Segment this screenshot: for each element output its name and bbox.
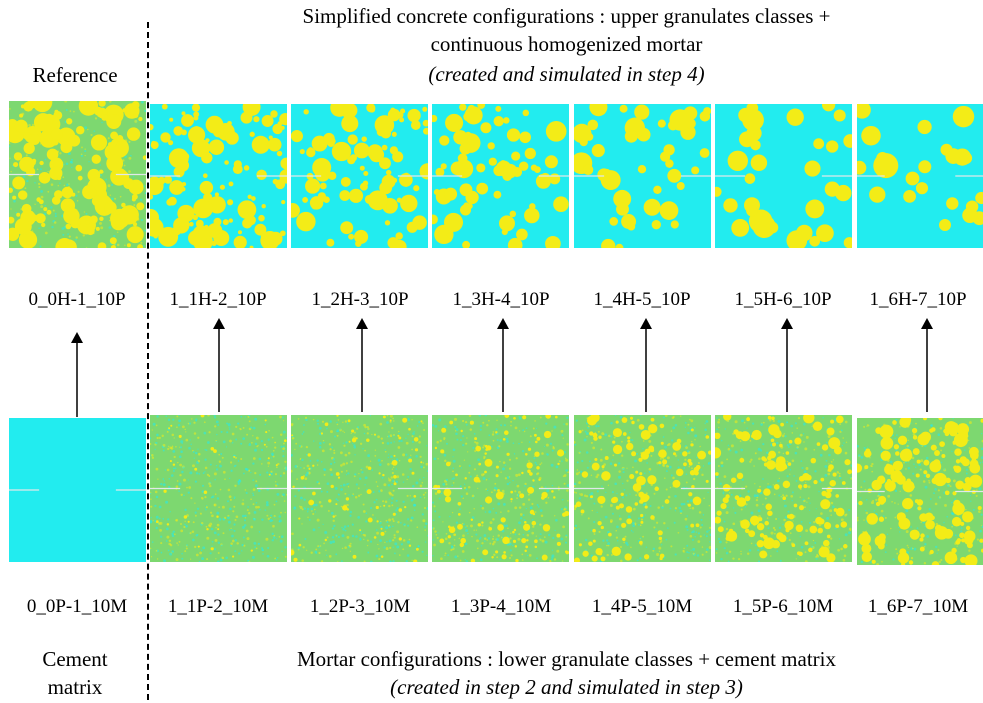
config-label: 1_5H-6_10P (734, 289, 832, 310)
upward-arrow (496, 318, 510, 412)
panel-bottom-5 (715, 415, 852, 562)
panel-top-5 (715, 104, 852, 248)
config-label: 1_3P-4_10M (450, 596, 552, 617)
upward-arrow (780, 318, 794, 412)
panel-bottom-0 (9, 418, 146, 562)
config-label: 1_1H-2_10P (169, 289, 267, 310)
upward-arrow (70, 332, 84, 417)
config-label: 1_4P-5_10M (591, 596, 693, 617)
panel-top-6 (857, 104, 983, 248)
panel-top-4 (574, 104, 711, 248)
upward-arrow (920, 318, 934, 412)
bottom-header-line1: Mortar configurations : lower granulate … (297, 647, 836, 671)
panel-bottom-2 (291, 415, 428, 562)
panel-bottom-6 (857, 418, 983, 565)
config-label: 1_1P-2_10M (167, 596, 269, 617)
panel-top-1 (150, 104, 287, 248)
config-label: 1_4H-5_10P (593, 289, 691, 310)
upward-arrow (355, 318, 369, 412)
reference-label: Reference (32, 63, 118, 87)
config-label: 1_5P-6_10M (732, 596, 834, 617)
top-header-line2: continuous homogenized mortar (430, 32, 703, 56)
upward-arrow (212, 318, 226, 412)
top-header-line3: (created and simulated in step 4) (428, 62, 705, 86)
panel-top-3 (432, 104, 569, 248)
cement-label-line1: Cement (42, 647, 108, 671)
config-label: 0_0P-1_10M (26, 596, 128, 617)
bottom-header-line2: (created in step 2 and simulated in step… (390, 675, 743, 699)
config-label: 1_3H-4_10P (452, 289, 550, 310)
config-label: 1_2P-3_10M (309, 596, 411, 617)
config-label: 1_6H-7_10P (869, 289, 967, 310)
panel-top-2 (291, 104, 428, 248)
panel-bottom-4 (574, 415, 711, 562)
top-header-line1: Simplified concrete configurations : upp… (302, 4, 831, 28)
config-label: 1_6P-7_10M (867, 596, 969, 617)
panel-bottom-3 (432, 415, 569, 562)
panel-bottom-1 (150, 415, 287, 562)
upward-arrow (639, 318, 653, 412)
cement-label-line2: matrix (47, 675, 103, 699)
config-label: 1_2H-3_10P (311, 289, 409, 310)
config-label: 0_0H-1_10P (28, 289, 126, 310)
panel-top-0 (9, 101, 146, 248)
dashed-divider (147, 22, 149, 700)
